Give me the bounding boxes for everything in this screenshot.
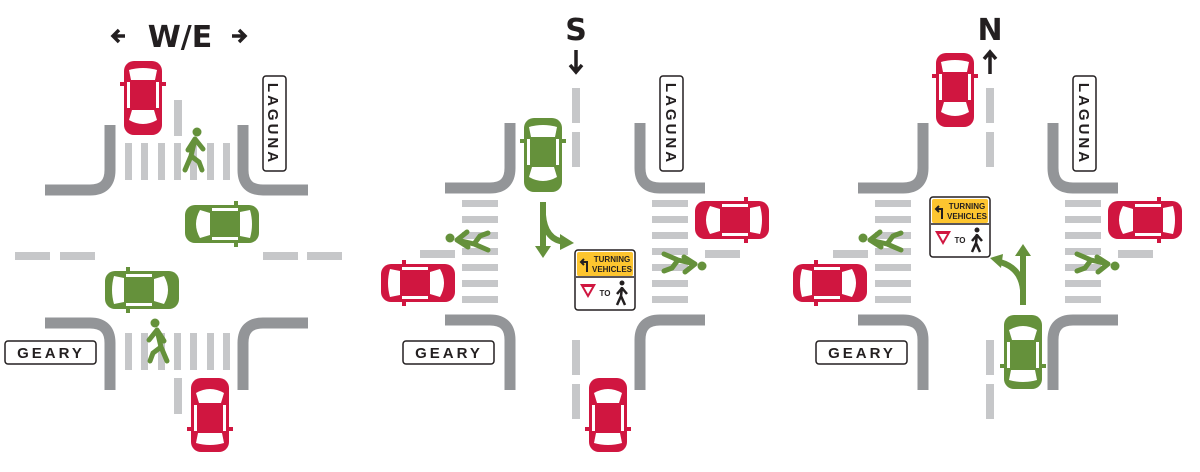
street-sign-laguna: LAGUNA <box>1072 75 1097 172</box>
yield-to-pedestrians-sign: TURNING VEHICLES TO <box>573 248 637 312</box>
yield-to-pedestrians-sign: TURNING VEHICLES TO <box>928 195 992 259</box>
svg-text:TO: TO <box>955 236 966 245</box>
street-sign-laguna: LAGUNA <box>659 75 684 172</box>
svg-text:TURNING: TURNING <box>949 202 985 211</box>
car-stopped <box>695 197 769 243</box>
svg-text:TURNING: TURNING <box>594 255 630 264</box>
svg-text:LAGUNA: LAGUNA <box>264 83 281 165</box>
turn-arrow <box>990 244 1031 305</box>
street-sign-geary: GEARY <box>402 340 495 365</box>
direction-heading: S <box>565 13 587 75</box>
arrow-left-icon <box>110 28 125 44</box>
road-markings <box>833 88 1153 419</box>
pedestrian-walking-icon <box>664 254 707 272</box>
direction-label: S <box>565 13 587 48</box>
arrow-up-icon <box>982 49 998 74</box>
car-stopped <box>1108 197 1182 243</box>
svg-text:GEARY: GEARY <box>17 345 85 362</box>
direction-heading: N <box>977 13 1003 74</box>
car-moving <box>105 267 179 313</box>
car-stopped <box>187 378 233 452</box>
pedestrian-walking-icon <box>446 232 489 250</box>
street-sign-laguna: LAGUNA <box>262 75 287 172</box>
car-stopped <box>585 378 631 452</box>
car-stopped <box>793 260 867 306</box>
direction-label: W/E <box>148 20 213 55</box>
pedestrian-walking-icon <box>859 232 902 250</box>
road-markings <box>420 88 740 419</box>
street-sign-geary: GEARY <box>4 340 97 365</box>
street-sign-geary: GEARY <box>815 340 908 365</box>
arrow-down-icon <box>568 50 584 75</box>
car-stopped <box>120 61 166 135</box>
car-stopped <box>381 260 455 306</box>
panel-north: N LAGUNA GEARY <box>793 13 1182 419</box>
panel-south: S LAGUNA GEARY <box>381 13 769 452</box>
car-turning <box>1000 315 1046 389</box>
svg-text:VEHICLES: VEHICLES <box>947 212 988 221</box>
panel-west-east: W/E LAGUNA GEARY <box>4 20 342 452</box>
svg-text:LAGUNA: LAGUNA <box>662 83 679 165</box>
direction-heading: W/E <box>110 20 248 55</box>
svg-text:GEARY: GEARY <box>415 345 483 362</box>
pedestrian-walking-icon <box>1077 254 1120 272</box>
car-turning <box>520 118 566 192</box>
direction-label: N <box>977 13 1002 48</box>
road-markings <box>15 100 342 414</box>
car-stopped <box>932 53 978 127</box>
svg-text:GEARY: GEARY <box>828 345 896 362</box>
arrow-right-icon <box>232 28 248 44</box>
car-moving <box>185 201 259 247</box>
svg-text:VEHICLES: VEHICLES <box>592 265 633 274</box>
turn-arrow <box>535 202 574 258</box>
svg-text:TO: TO <box>600 289 611 298</box>
svg-text:LAGUNA: LAGUNA <box>1075 83 1092 165</box>
